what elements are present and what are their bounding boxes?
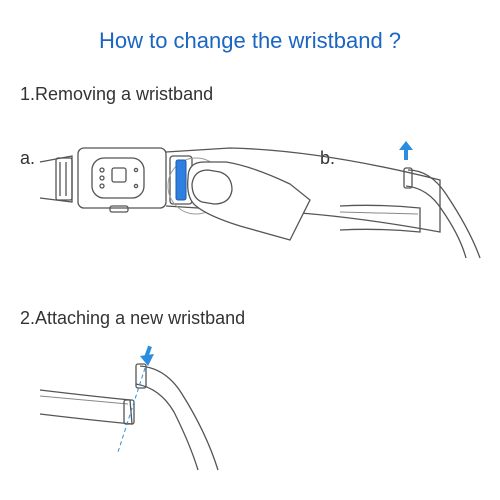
band-2-curved xyxy=(139,365,219,471)
band-2-horizontal xyxy=(39,389,133,425)
finger xyxy=(187,161,311,241)
figure-2-attach-band xyxy=(39,363,219,471)
left-band-clip xyxy=(55,157,73,201)
sublabel-b: b. xyxy=(320,148,336,168)
tracker-sensor-plate xyxy=(91,157,145,199)
diagram-title: How to change the wristband ? xyxy=(98,28,402,53)
step-1-heading: 1.Removing a wristband xyxy=(20,84,214,104)
band-2-end-clip xyxy=(123,399,135,425)
figure-a-tracker xyxy=(39,147,441,241)
band-b-connector xyxy=(403,167,413,189)
arrow-up-icon xyxy=(399,141,413,160)
step-2-heading: 2.Attaching a new wristband xyxy=(20,308,246,328)
arrow-down-icon xyxy=(140,345,154,366)
alignment-guide xyxy=(117,367,146,453)
figure-b-band-removal xyxy=(339,167,481,259)
band-b-curved xyxy=(407,169,481,259)
tracker-body xyxy=(77,147,167,209)
tracker-sensor xyxy=(111,167,127,183)
band-2-connector xyxy=(135,363,147,389)
release-button-blue xyxy=(175,159,187,201)
sublabel-a: a. xyxy=(20,148,36,168)
fingernail xyxy=(191,169,233,205)
band-b-horizontal xyxy=(339,204,421,233)
tracker-bottom-tab xyxy=(109,205,129,213)
